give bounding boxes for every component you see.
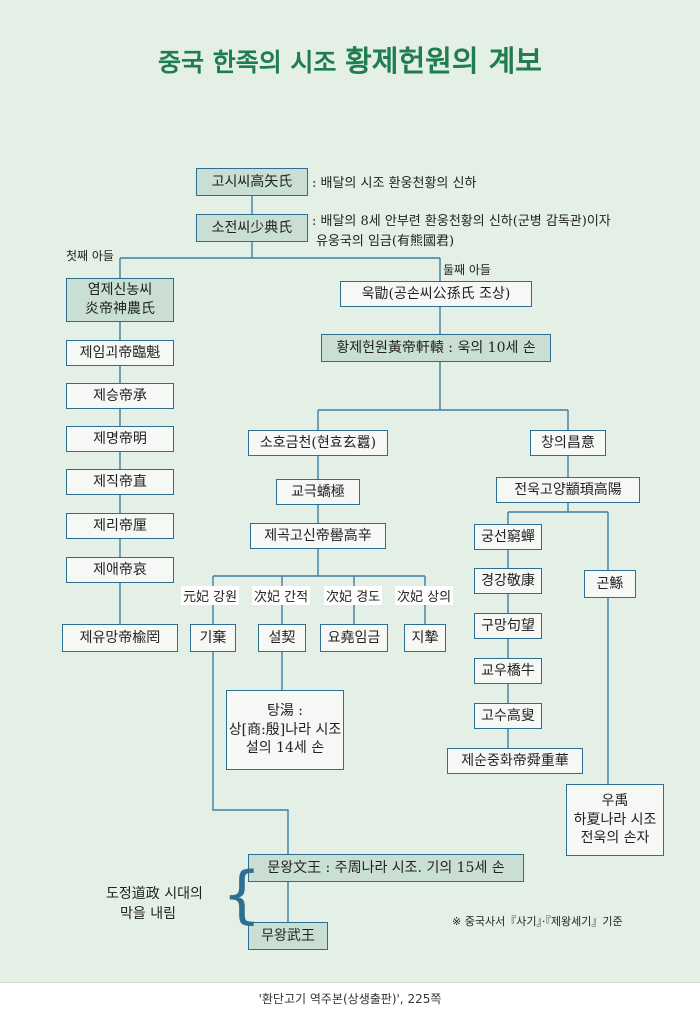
box-jeri: 제리帝厘 — [66, 513, 174, 539]
box-jesun: 제순중화帝舜重華 — [447, 748, 583, 774]
box-jeseung: 제승帝承 — [66, 383, 174, 409]
box-gon: 곤鯀 — [584, 570, 636, 598]
box-gosissi: 고시씨高矢氏 — [196, 168, 308, 196]
box-yo: 요堯임금 — [320, 624, 388, 652]
box-jeonuk: 전욱고양顓頊高陽 — [496, 477, 640, 503]
note-reference: ※ 중국사서『사기』·『제왕세기』기준 — [452, 915, 623, 928]
u-line-2: 하夏나라 시조 — [573, 811, 657, 828]
note-dojeong-2: 막을 내림 — [120, 906, 176, 922]
box-gi: 기棄 — [190, 624, 236, 652]
u-line-3: 전욱의 손자 — [580, 830, 650, 847]
box-jeim: 제임괴帝臨魁 — [66, 340, 174, 366]
yeomje-line-1: 염제신농씨 — [87, 282, 153, 299]
box-changui: 창의昌意 — [530, 430, 606, 456]
box-seol: 설契 — [258, 624, 306, 652]
box-muwang: 무왕武王 — [248, 922, 328, 950]
note-sojeonssi-1: : 배달의 8세 안부련 환웅천황의 신하(군병 감독관)이자 — [312, 214, 611, 229]
box-jeyumang: 제유망帝楡罔 — [62, 624, 178, 652]
note-gosissi: : 배달의 시조 환웅천황의 신하 — [312, 176, 477, 191]
box-munwang: 문왕文王 : 주周나라 시조. 기의 15세 손 — [248, 854, 524, 882]
box-hwangje: 황제헌원黃帝軒轅 : 욱의 10세 손 — [321, 334, 551, 362]
label-wife-2: 次妃 간적 — [252, 586, 311, 605]
box-sojeonssi: 소전씨少典氏 — [196, 214, 308, 242]
box-gyou: 교우橋牛 — [474, 658, 542, 684]
label-first-son: 첫째 아들 — [66, 249, 114, 263]
box-jemyeong: 제명帝明 — [66, 426, 174, 452]
box-gungseon: 궁선窮蟬 — [474, 524, 542, 550]
note-dojeong-1: 도정道政 시대의 — [106, 886, 203, 902]
box-ji: 지摯 — [404, 624, 446, 652]
box-u: 우禹 하夏나라 시조 전욱의 손자 — [566, 784, 664, 856]
tang-line-3: 설의 14세 손 — [245, 740, 325, 757]
box-gyogeuk: 교극蟜極 — [276, 479, 360, 505]
box-uk: 욱勖(공손씨公孫氏 조상) — [340, 281, 532, 307]
brace-icon: { — [222, 858, 262, 931]
box-tang: 탕湯 : 상[商:殷]나라 시조 설의 14세 손 — [226, 690, 344, 770]
title-main: 중국 한족의 시조 — [158, 48, 346, 77]
box-soho: 소호금천(현효玄囂) — [248, 430, 388, 456]
page-title: 중국 한족의 시조 황제헌원의 계보 — [0, 38, 700, 80]
tang-line-2: 상[商:殷]나라 시조 — [228, 721, 342, 738]
tang-line-1: 탕湯 : — [266, 702, 304, 719]
note-sojeonssi-2: 유웅국의 임금(有熊國君) — [316, 234, 455, 249]
label-wife-1: 元妃 강원 — [181, 586, 240, 605]
box-jejik: 제직帝直 — [66, 469, 174, 495]
box-gosu: 고수高叟 — [474, 703, 542, 729]
box-jeae: 제애帝哀 — [66, 557, 174, 583]
u-line-1: 우禹 — [601, 792, 629, 809]
title-emphasis: 황제헌원의 계보 — [345, 44, 542, 78]
label-wife-3: 次妃 경도 — [324, 586, 383, 605]
box-gumang: 구망句望 — [474, 613, 542, 639]
label-second-son: 둘째 아들 — [443, 263, 491, 277]
box-yeomje: 염제신농씨 炎帝神農氏 — [66, 278, 174, 322]
yeomje-line-2: 炎帝神農氏 — [85, 301, 155, 317]
box-gyeonggang: 경강敬康 — [474, 568, 542, 594]
source-caption: '환단고기 역주본(상생출판)', 225쪽 — [258, 992, 442, 1006]
label-wife-4: 次妃 상의 — [395, 586, 454, 605]
box-jegok: 제곡고신帝嚳高辛 — [250, 523, 386, 549]
